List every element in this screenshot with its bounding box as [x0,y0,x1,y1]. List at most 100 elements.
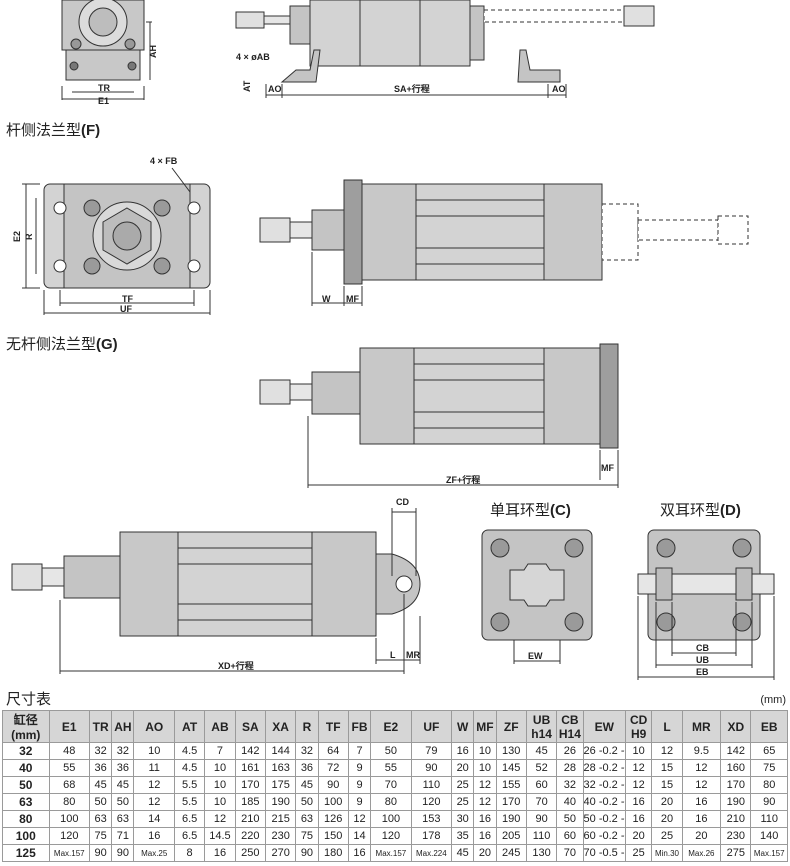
table-cell: 15 [651,776,683,794]
table-cell: 70 -0.5 -1.2 [582,844,627,862]
table-cell: 150 [317,827,349,845]
table-cell: 10 [204,759,236,777]
table-cell: 14 [347,827,372,845]
table-cell: 16 [625,810,653,828]
table-cell: 90 [317,776,349,794]
table-cell: 130 [525,844,558,862]
table-cell: 26 [556,742,584,760]
table-cell: 190 [495,810,527,828]
table-cell: 63 [111,810,135,828]
dim-xd: XD+行程 [218,660,254,671]
table-cell: 20 [681,827,722,845]
table-cell: 110 [750,810,788,828]
table-cell: 50 [88,793,113,811]
table-cell: 144 [264,742,297,760]
table-cell: 170 [495,793,527,811]
table-cell: 11 [133,759,175,777]
table-cell: 36 [88,759,113,777]
table-cell: 4.5 [173,759,206,777]
column-header: XD [720,710,752,743]
column-header: AB [204,710,236,743]
single-clevis-drawing: EW [481,529,593,664]
table-cell: 270 [264,844,297,862]
clevis-side-view [11,508,421,674]
section-g-name: 无杆侧法兰型 [6,336,97,353]
table-cell: 45 [295,776,319,794]
dim-ao-left: AO [268,84,282,94]
table-cell: 50 [370,742,412,760]
dim-mf-f: MF [346,294,359,304]
table-cell: 16 [473,827,497,845]
table-cell: 16 [625,793,653,811]
table-cell: 75 [750,759,788,777]
table-cell: 275 [720,844,752,862]
table-cell: 45 [88,776,113,794]
flange-front-view [22,167,211,315]
dim-cd: CD [396,497,409,507]
table-cell: 45 [525,742,558,760]
table-cell: 90 [410,759,453,777]
table-cell: 7 [204,742,236,760]
table-cell: 45 [111,776,135,794]
table-title: 尺寸表 [6,691,52,708]
foot-mount-fragment: TR E1 AH 4 × øAB AT AO SA+行程 AO [61,0,655,105]
table-cell: 14.5 [204,827,236,845]
table-cell: 63 [295,810,319,828]
section-f-code: (F) [81,122,101,139]
section-c-title: 单耳环型(C) [490,499,571,520]
head-flange-drawing: MF ZF+行程 [259,343,619,488]
table-cell: 6.5 [173,827,206,845]
table-cell: 230 [264,827,297,845]
table-cell: 4.5 [173,742,206,760]
table-cell: 80 [48,793,90,811]
table-cell: 20 [625,827,653,845]
table-cell: 190 [720,793,752,811]
table-cell: 12 [625,759,653,777]
table-cell: 130 [495,742,527,760]
table-cell: 16 [204,844,236,862]
single-clevis-end-view [481,529,593,664]
table-cell: 12 [681,759,722,777]
table-cell: 110 [525,827,558,845]
table-cell: 10 [473,759,497,777]
table-cell: 245 [495,844,527,862]
table-cell: 175 [264,776,297,794]
table-cell: 12 [651,742,683,760]
table-cell: 90 [111,844,135,862]
bore-cell: 80 [2,810,50,828]
table-cell: 25 [451,776,475,794]
table-cell: 32 [88,742,113,760]
dim-ao-right: AO [552,84,566,94]
table-cell: 140 [750,827,788,845]
table-cell: 12 [133,776,175,794]
table-cell: 60 [525,776,558,794]
table-cell: 14 [133,810,175,828]
table-cell: 9 [347,793,372,811]
table-cell: 142 [234,742,266,760]
table-cell: 15 [651,759,683,777]
table-cell: 100 [370,810,412,828]
dim-ub: UB [696,655,709,665]
dim-zf: ZF+行程 [446,474,480,485]
table-cell: 10 [204,776,236,794]
table-cell: 68 [48,776,90,794]
table-cell: 178 [410,827,453,845]
table-cell: 50 [295,793,319,811]
table-cell: 16 [347,844,372,862]
table-cell: 210 [720,810,752,828]
table-cell: 90 [750,793,788,811]
table-cell: 230 [720,827,752,845]
table-cell: 20 [651,793,683,811]
table-cell: 40 [556,793,584,811]
table-cell: 20 [473,844,497,862]
table-cell: 12 [204,810,236,828]
table-cell: 28 -0.2 -0.6 [582,759,627,777]
table-cell: 71 [111,827,135,845]
table-cell: 5.5 [173,793,206,811]
table-cell: 63 [88,810,113,828]
table-cell: 64 [317,742,349,760]
